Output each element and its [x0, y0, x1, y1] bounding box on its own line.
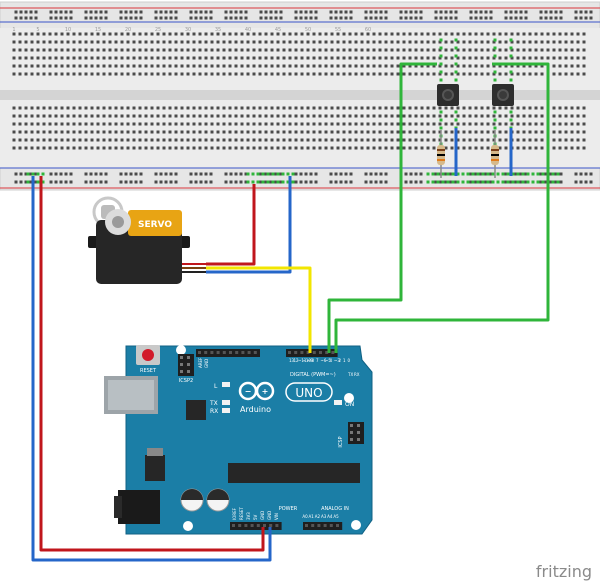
digital-pin-label: ~9	[307, 358, 313, 363]
resistor-1	[437, 130, 445, 178]
brand-label: Arduino	[240, 405, 271, 414]
servo-power-wire	[206, 184, 256, 266]
push-button-2[interactable]	[492, 84, 514, 106]
usb-connector	[104, 376, 158, 414]
fritzing-watermark: fritzing	[536, 562, 592, 581]
column-label: 50	[305, 27, 311, 33]
column-label: 55	[335, 27, 341, 33]
analog-pin-label: A2	[315, 514, 321, 519]
icsp-label: ICSP	[338, 436, 344, 447]
column-label: 30	[185, 27, 191, 33]
icsp2-header	[178, 354, 194, 376]
column-label: 35	[215, 27, 221, 33]
terminal-strip-holes	[12, 32, 586, 150]
servo-label: SERVO	[138, 220, 172, 230]
analog-pin-label: A5	[333, 514, 339, 519]
column-label: 1	[12, 27, 15, 33]
arduino-logo: − +	[238, 381, 275, 401]
icsp-header	[348, 422, 364, 444]
led-rx-label: RX	[210, 408, 218, 415]
analog-pin-header	[303, 522, 343, 530]
analog-pin-label: A0	[302, 514, 308, 519]
on-label: ON	[345, 401, 354, 408]
digital-pin-label: 7	[316, 358, 319, 363]
led-tx-label: TX	[209, 400, 218, 407]
digital-pin-label: ~10	[303, 358, 312, 363]
power-label: POWER	[279, 506, 298, 512]
v5-label: 5V	[253, 514, 258, 520]
gnd-label-1: GND	[260, 511, 265, 520]
servo-motor[interactable]: SERVO	[88, 196, 206, 284]
column-label: 15	[95, 27, 101, 33]
led-l-label: L	[214, 383, 218, 390]
digital-header-label: DIGITAL (PWM=~)	[290, 372, 336, 378]
digital-pin-label: 2	[339, 358, 342, 363]
digital-pin-label: ~5	[325, 358, 331, 363]
usb-chip	[186, 400, 206, 420]
digital-pin-label: 12	[294, 358, 300, 363]
column-label: 20	[125, 27, 131, 33]
status-leds: L TX RX	[209, 382, 230, 415]
power-pin-header	[230, 522, 282, 530]
rx-pin-label: RX	[354, 372, 360, 377]
bottom-power-rail-holes	[14, 172, 593, 184]
column-label: 10	[65, 27, 71, 33]
atmega-chip	[228, 463, 360, 483]
button-2-signal-wire	[334, 62, 550, 353]
5v-power-wire	[39, 176, 265, 552]
capacitors	[180, 488, 230, 512]
vin-label: VIN	[274, 513, 279, 520]
reset-label: RESET	[140, 368, 157, 374]
svg-text:+: +	[262, 387, 269, 396]
column-label: 25	[155, 27, 161, 33]
icsp2-label: ICSP2	[179, 378, 193, 384]
tx-pin-label: TX	[347, 372, 353, 377]
servo-signal-wire	[206, 266, 312, 353]
digital-pin-label: 13	[289, 358, 295, 363]
analog-label: ANALOG IN	[321, 506, 349, 512]
digital-pin-label: ~11	[298, 358, 307, 363]
column-label: 60	[365, 27, 371, 33]
digital-pin-label: 1	[343, 358, 346, 363]
digital-pin-header	[196, 349, 338, 357]
digital-pin-label: 0	[348, 358, 351, 363]
dc-power-jack	[114, 490, 160, 524]
voltage-regulator	[145, 455, 165, 481]
button-1-signal-wire	[327, 62, 437, 353]
analog-pin-label: A3	[321, 514, 327, 519]
column-label: 40	[245, 27, 251, 33]
uno-badge: UNO	[285, 382, 333, 402]
reset-pin-label: RESET	[239, 507, 244, 520]
digital-pin-label: ~6	[321, 358, 327, 363]
digital-pin-label: ~3	[334, 358, 340, 363]
push-button-1[interactable]	[437, 84, 459, 106]
arduino-uno-board: RESET ICSP2 L TX	[104, 345, 373, 535]
reset-button[interactable]	[136, 345, 160, 365]
model-label: UNO	[295, 386, 322, 400]
wires	[31, 62, 550, 562]
digital-pin-label: 8	[312, 358, 315, 363]
aref-label: AREF	[198, 357, 203, 368]
servo-ground-wire	[206, 176, 292, 274]
column-label: 45	[275, 27, 281, 33]
gnd-top-label: GND	[204, 359, 209, 368]
column-label: 5	[36, 27, 39, 33]
digital-pin-label: 4	[330, 358, 333, 363]
gnd-label-2: GND	[267, 511, 272, 520]
analog-pin-label: A4	[327, 514, 333, 519]
analog-pin-label: A1	[309, 514, 315, 519]
ioref-label: IOREF	[232, 507, 237, 520]
resistor-2	[491, 130, 499, 178]
top-power-rail-holes	[14, 10, 593, 20]
svg-text:−: −	[245, 387, 252, 396]
v33-label: 3V3	[246, 512, 251, 520]
gnd-ground-wire	[31, 176, 272, 562]
